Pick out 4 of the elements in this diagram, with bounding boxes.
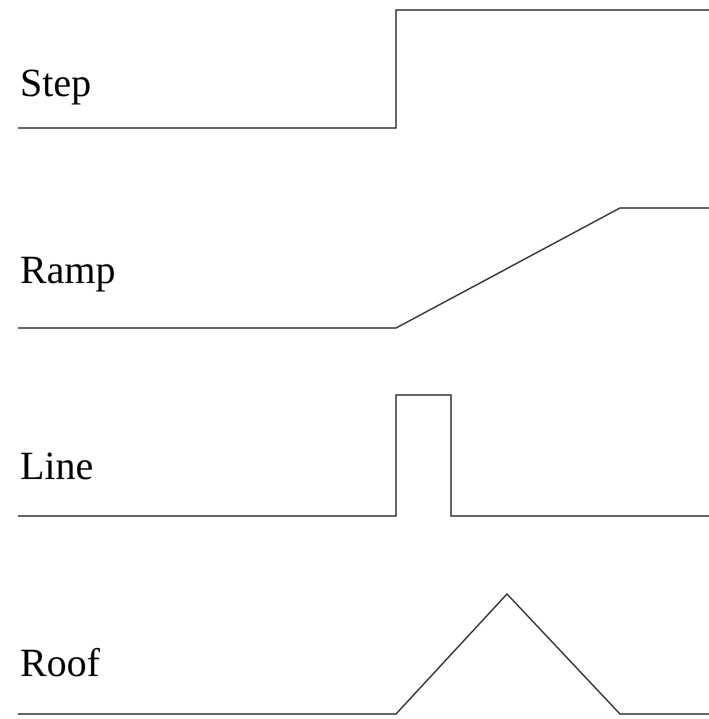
profile-label: Ramp: [20, 250, 116, 290]
profile-label: Line: [20, 446, 94, 486]
profile-label: Step: [20, 63, 92, 103]
profile-label: Roof: [20, 643, 100, 683]
